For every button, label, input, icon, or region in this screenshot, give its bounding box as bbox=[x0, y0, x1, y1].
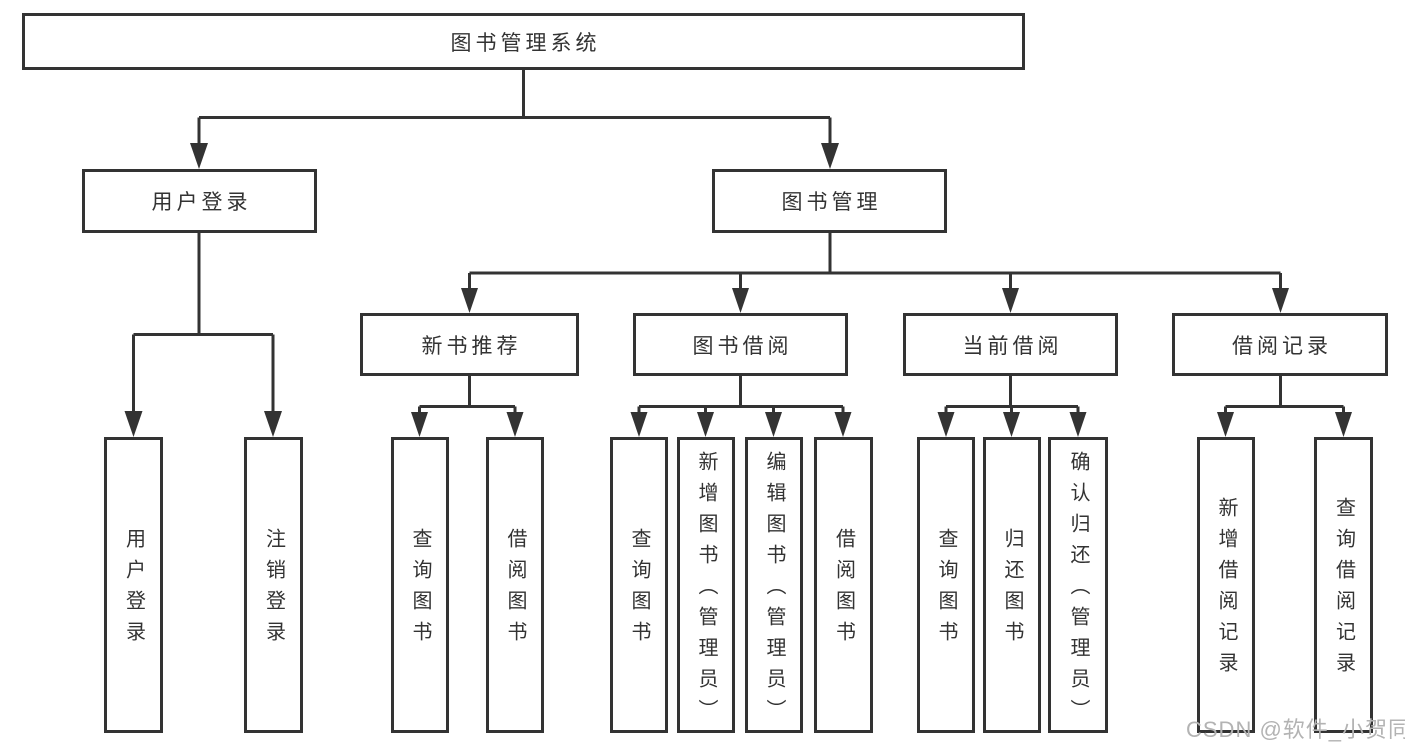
leaf-query-book-2: 查询图书 bbox=[610, 437, 668, 733]
node-current-borrow: 当前借阅 bbox=[903, 313, 1118, 376]
leaf-query-borrow-record-label: 查询借阅记录 bbox=[1332, 497, 1355, 683]
leaf-confirm-return-admin: 确认归还（管理员） bbox=[1048, 437, 1108, 733]
leaf-borrow-book-2-label: 借阅图书 bbox=[832, 528, 855, 652]
leaf-return-book-label: 归还图书 bbox=[1001, 528, 1023, 652]
node-book-borrow: 图书借阅 bbox=[633, 313, 848, 376]
node-new-book-recommend: 新书推荐 bbox=[360, 313, 579, 376]
connector-borrowrecord-to-leaves bbox=[1217, 375, 1352, 437]
leaf-query-book-3: 查询图书 bbox=[917, 437, 975, 733]
leaf-borrow-book-1-label: 借阅图书 bbox=[504, 528, 526, 652]
leaf-user-login: 用户登录 bbox=[104, 437, 163, 733]
leaf-user-login-label: 用户登录 bbox=[122, 528, 145, 652]
leaf-return-book: 归还图书 bbox=[983, 437, 1041, 733]
node-book-borrow-label: 图书借阅 bbox=[692, 334, 793, 358]
connector-userlogin-to-leaves bbox=[124, 233, 282, 437]
leaf-query-book-1-label: 查询图书 bbox=[409, 528, 431, 652]
leaf-logout: 注销登录 bbox=[244, 437, 303, 733]
leaf-query-book-2-label: 查询图书 bbox=[628, 528, 650, 652]
node-book-management-label: 图书管理 bbox=[781, 191, 882, 214]
connector-currentborrow-to-leaves bbox=[937, 375, 1087, 437]
leaf-add-book-admin: 新增图书（管理员） bbox=[677, 437, 735, 733]
node-user-login: 用户登录 bbox=[82, 169, 317, 233]
node-current-borrow-label: 当前借阅 bbox=[962, 334, 1063, 358]
leaf-query-book-3-label: 查询图书 bbox=[935, 528, 957, 652]
connector-newbook-to-leaves bbox=[411, 375, 524, 437]
leaf-logout-label: 注销登录 bbox=[262, 528, 285, 652]
leaf-edit-book-admin-label: 编辑图书（管理员） bbox=[763, 450, 785, 730]
leaf-confirm-return-admin-label: 确认归还（管理员） bbox=[1067, 450, 1089, 730]
node-root-label: 图书管理系统 bbox=[450, 31, 601, 55]
leaf-edit-book-admin: 编辑图书（管理员） bbox=[745, 437, 803, 733]
leaf-borrow-book-1: 借阅图书 bbox=[486, 437, 544, 733]
csdn-watermark: CSDN @软件_小贺同学 bbox=[1186, 717, 1405, 742]
node-borrow-record-label: 借阅记录 bbox=[1232, 334, 1332, 358]
node-user-login-label: 用户登录 bbox=[151, 191, 252, 214]
node-new-book-recommend-label: 新书推荐 bbox=[421, 334, 522, 358]
leaf-add-borrow-record: 新增借阅记录 bbox=[1197, 437, 1255, 733]
leaf-query-borrow-record: 查询借阅记录 bbox=[1314, 437, 1373, 733]
node-book-management: 图书管理 bbox=[712, 169, 947, 233]
connector-bookmgmt-to-level3 bbox=[461, 233, 1289, 313]
node-root: 图书管理系统 bbox=[22, 13, 1025, 70]
leaf-add-book-admin-label: 新增图书（管理员） bbox=[695, 450, 717, 730]
connector-root-to-level2 bbox=[190, 70, 839, 169]
leaf-query-book-1: 查询图书 bbox=[391, 437, 449, 733]
connector-bookborrow-to-leaves bbox=[630, 375, 852, 437]
leaf-borrow-book-2: 借阅图书 bbox=[814, 437, 873, 733]
node-borrow-record: 借阅记录 bbox=[1172, 313, 1388, 376]
leaf-add-borrow-record-label: 新增借阅记录 bbox=[1215, 497, 1237, 683]
